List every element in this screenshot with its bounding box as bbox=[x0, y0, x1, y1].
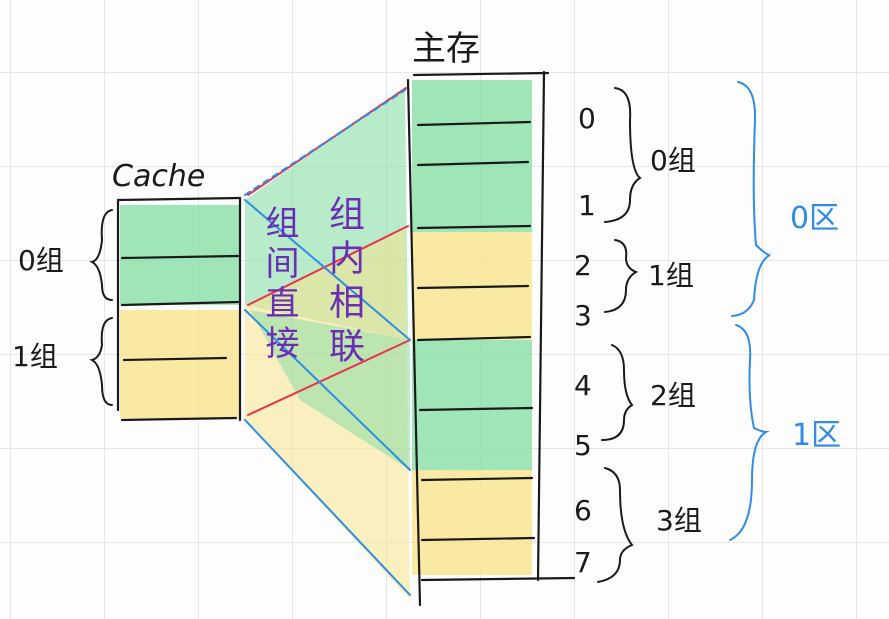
memory-group-2-fill bbox=[412, 340, 532, 470]
cache-group-1-label: 1组 bbox=[12, 340, 58, 373]
cache-box bbox=[116, 196, 242, 422]
memory-group-0-fill bbox=[412, 80, 532, 232]
memory-block-7: 7 bbox=[574, 546, 592, 579]
memory-block-1: 1 bbox=[578, 189, 596, 222]
memory-group-1-label: 1组 bbox=[648, 259, 694, 292]
cache-label: Cache bbox=[112, 159, 205, 194]
memory-zone-1-label: 1区 bbox=[792, 418, 841, 453]
memory-block-5: 5 bbox=[574, 429, 592, 462]
cache-group-1-fill bbox=[120, 310, 240, 418]
intra-assoc-annotation: 组内相联 bbox=[323, 195, 364, 371]
memory-block-3: 3 bbox=[574, 299, 592, 332]
main-memory-label: 主存 bbox=[412, 29, 480, 69]
memory-group-0-label: 0组 bbox=[650, 144, 696, 177]
cache-group-0-label: 0组 bbox=[18, 244, 64, 277]
cache-braces bbox=[89, 209, 113, 406]
main-memory-box bbox=[406, 70, 576, 607]
memory-block-0: 0 bbox=[578, 102, 596, 135]
memory-zone-0-label: 0区 bbox=[790, 201, 839, 236]
blue-mapping-lines bbox=[244, 89, 411, 596]
memory-block-2: 2 bbox=[574, 249, 592, 282]
memory-block-4: 4 bbox=[574, 369, 592, 402]
red-mapping-lines bbox=[247, 87, 411, 416]
memory-block-6: 6 bbox=[574, 494, 592, 527]
cache-group-0-fill bbox=[120, 205, 240, 305]
memory-zone-braces bbox=[729, 81, 771, 541]
memory-group-2-label: 2组 bbox=[650, 379, 696, 412]
memory-group-3-label: 3组 bbox=[656, 504, 702, 537]
memory-group-braces bbox=[597, 87, 642, 583]
group-direct-annotation: 组间直接 bbox=[259, 205, 299, 365]
memory-group-3-fill bbox=[412, 470, 532, 575]
